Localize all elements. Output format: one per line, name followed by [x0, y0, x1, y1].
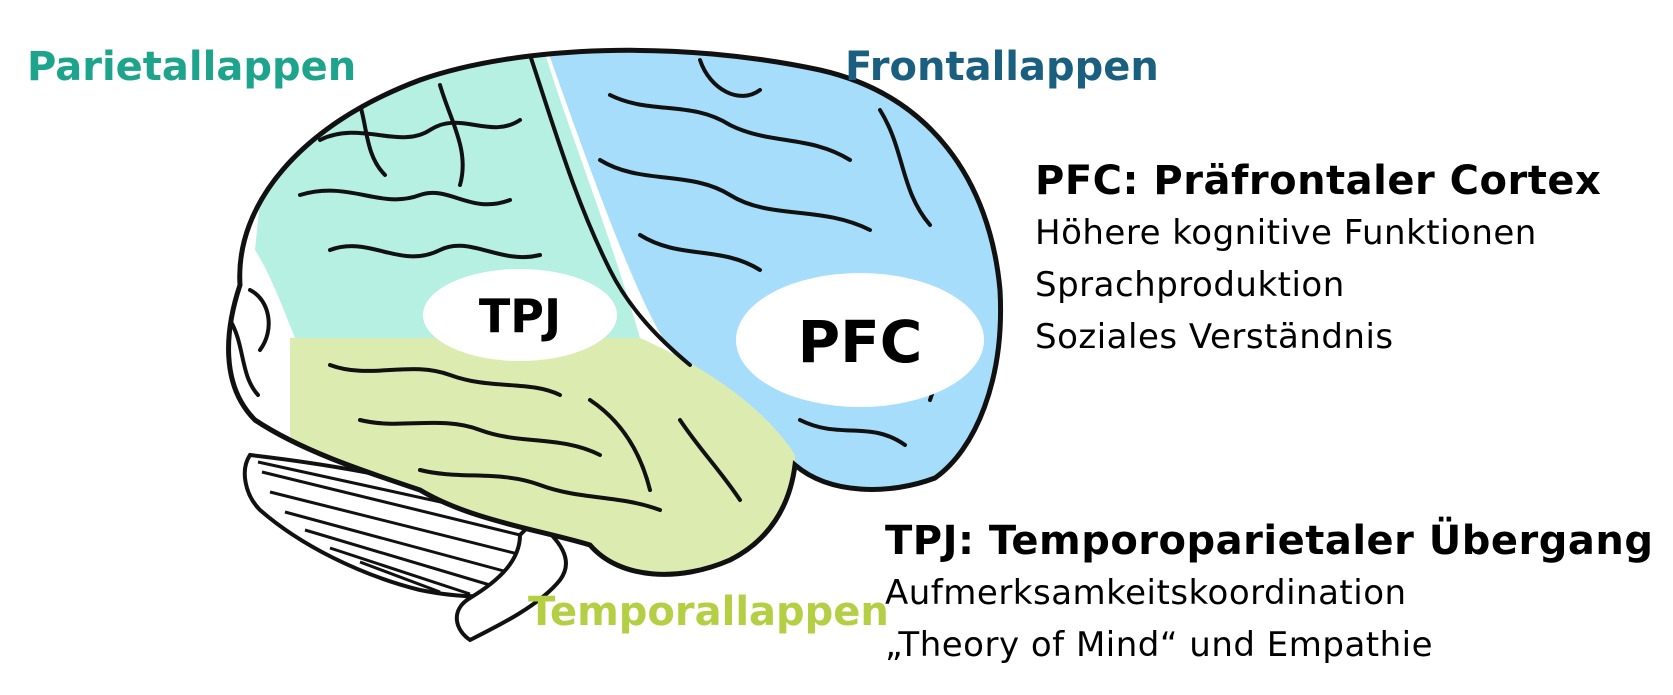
- tpj-heading: TPJ: Temporoparietaler Übergang: [885, 518, 1654, 564]
- pfc-function-2: Sprachproduktion: [1035, 265, 1345, 305]
- tpj-marker: TPJ: [423, 269, 617, 361]
- tpj-function-2: „Theory of Mind“ und Empathie: [885, 625, 1434, 665]
- parietal-lobe-label: Parietallappen: [27, 44, 356, 90]
- tpj-function-1: Aufmerksamkeitskoordination: [885, 573, 1407, 613]
- tpj-label: TPJ: [479, 289, 561, 343]
- pfc-label: PFC: [798, 308, 923, 376]
- brain-outline: [226, 47, 1004, 577]
- pfc-function-3: Soziales Verständnis: [1035, 317, 1394, 357]
- pfc-description: PFC: Präfrontaler Cortex Höhere kognitiv…: [1035, 155, 1601, 363]
- pfc-function-1: Höhere kognitive Funktionen: [1035, 213, 1537, 253]
- tpj-description: TPJ: Temporoparietaler Übergang Aufmerks…: [885, 515, 1654, 671]
- pfc-marker: PFC: [736, 273, 984, 407]
- frontal-lobe-label: Frontallappen: [845, 44, 1159, 90]
- temporal-lobe-label: Temporallappen: [528, 589, 889, 635]
- temporal-lobe: [290, 338, 795, 575]
- brain-stem: [454, 517, 568, 643]
- pfc-heading: PFC: Präfrontaler Cortex: [1035, 158, 1602, 204]
